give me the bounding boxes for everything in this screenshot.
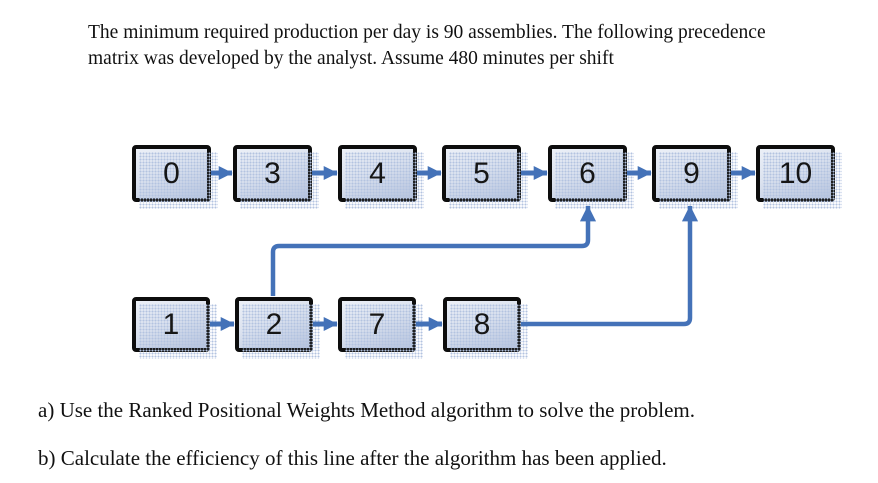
task-node-label: 4 [369, 156, 386, 190]
task-node-9: 9 [652, 145, 738, 209]
task-node-6: 6 [548, 145, 634, 209]
task-node-label: 5 [473, 156, 490, 190]
task-node-label: 6 [579, 156, 596, 190]
task-node-label: 10 [778, 156, 813, 190]
problem-statement-line-2: matrix was developed by the analyst. Ass… [88, 48, 614, 69]
task-node-5: 5 [442, 145, 528, 209]
task-node-label: 0 [163, 156, 180, 190]
task-node-4: 4 [338, 145, 424, 209]
task-node-8: 8 [443, 297, 528, 359]
question-a: a) Use the Ranked Positional Weights Met… [38, 398, 695, 422]
task-node-label: 2 [265, 307, 283, 341]
problem-statement-line-1: The minimum required production per day … [88, 22, 766, 43]
task-node-1: 1 [132, 297, 217, 359]
task-node-3: 3 [233, 145, 319, 209]
task-node-label: 7 [368, 307, 386, 341]
task-node-10: 10 [756, 145, 842, 209]
task-node-7: 7 [338, 297, 423, 359]
edge-8-9 [521, 205, 699, 327]
question-b: b) Calculate the efficiency of this line… [38, 446, 667, 470]
task-node-label: 3 [264, 156, 281, 190]
task-node-0: 0 [132, 145, 218, 209]
task-node-label: 1 [162, 307, 180, 341]
task-node-label: 8 [473, 307, 491, 341]
task-node-2: 2 [235, 297, 320, 359]
edge-2-6 [270, 205, 597, 296]
problem-statement: The minimum required production per day … [88, 20, 848, 72]
task-node-label: 9 [683, 156, 700, 190]
